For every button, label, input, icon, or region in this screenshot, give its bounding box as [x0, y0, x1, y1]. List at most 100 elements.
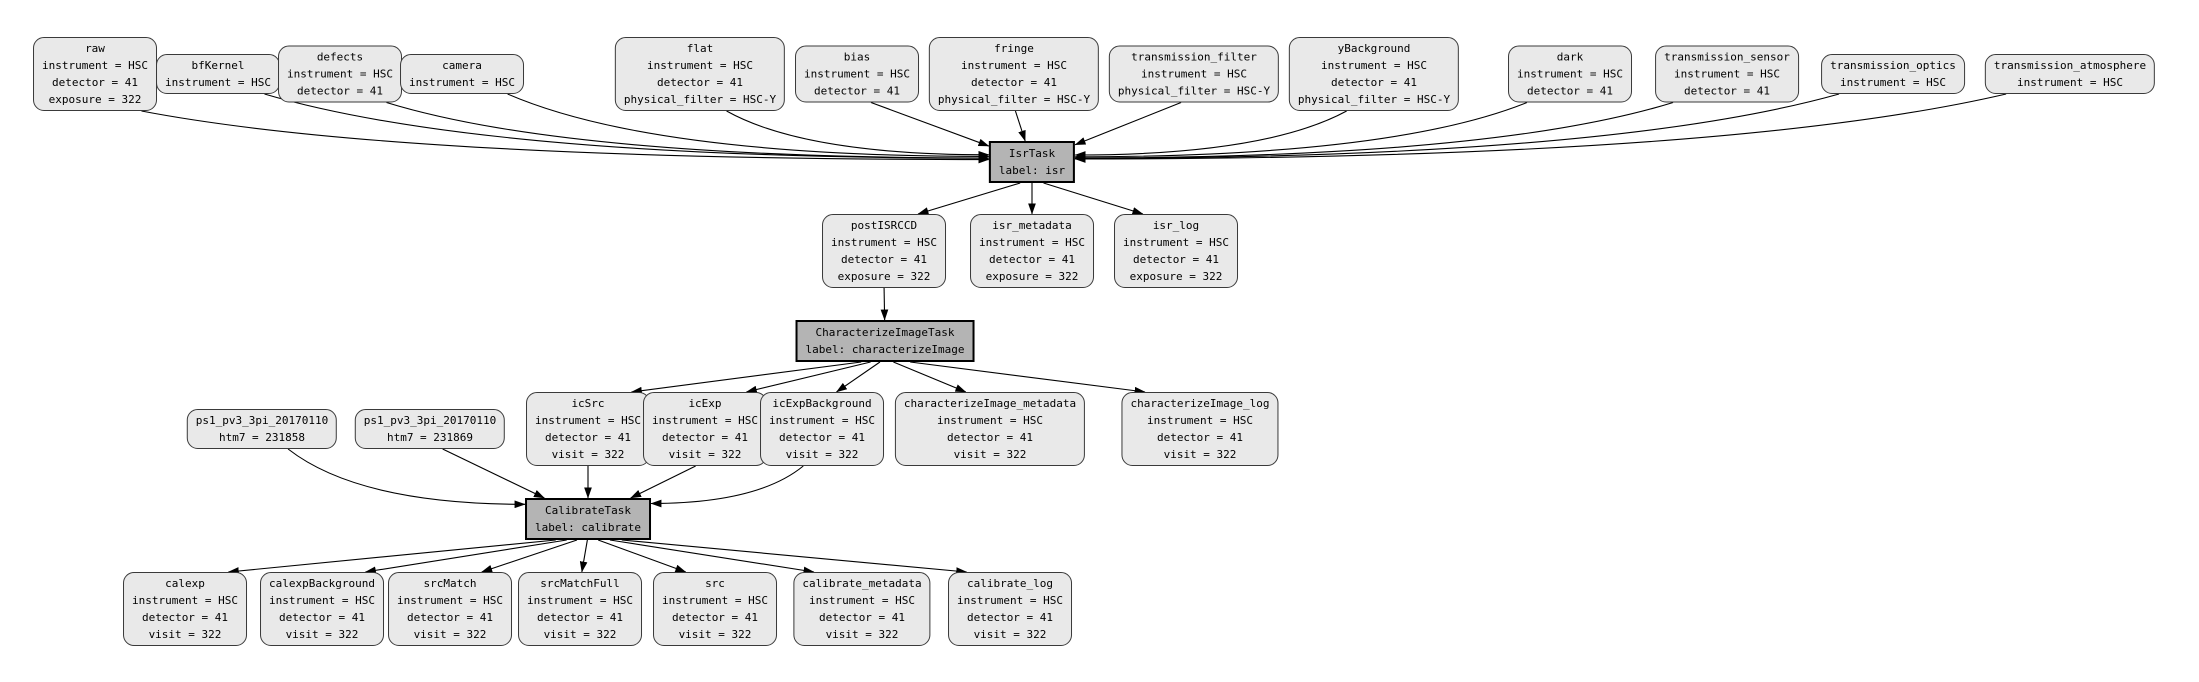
node-dimension: instrument = HSC: [165, 76, 271, 89]
edge-characterizeImage-to-icExp: [745, 361, 871, 394]
node-dimension: detector = 41: [51, 76, 139, 89]
node-dimension: visit = 322: [543, 628, 617, 641]
node-dimension: instrument = HSC: [961, 59, 1067, 72]
node-dimension: detector = 41: [988, 253, 1076, 266]
node-dimension: detector = 41: [840, 253, 928, 266]
node-title: bfKernel: [191, 59, 245, 72]
node-dimension: detector = 41: [1156, 431, 1244, 444]
edge-calibrate-to-calibrate_log: [621, 539, 968, 575]
node-dimension: physical_filter = HSC-Y: [937, 93, 1091, 106]
node-title: characterizeImage_log: [1130, 397, 1270, 410]
edge-calibrate-to-srcMatch: [481, 539, 578, 573]
node-dimension: visit = 322: [825, 628, 899, 641]
node-dimension: instrument = HSC: [1517, 67, 1623, 81]
edge-transmission_sensor-to-isr: [1074, 101, 1674, 162]
node-dimension: instrument = HSC: [1840, 76, 1946, 89]
edge-characterizeImage-to-icExpBackground: [836, 361, 881, 393]
node-title: isr_metadata: [992, 219, 1072, 232]
node-dimension: exposure = 322: [48, 93, 142, 106]
edge-defects-to-isr: [386, 101, 990, 162]
edge-camera-to-isr: [507, 93, 990, 161]
node-dimension: instrument = HSC: [662, 594, 768, 607]
node-dark: dark instrument = HSC detector = 41: [1508, 45, 1632, 103]
node-dimension: instrument = HSC: [397, 594, 503, 607]
node-dimension: instrument = HSC: [1123, 236, 1229, 249]
node-dimension: detector = 41: [661, 431, 749, 444]
node-dimension: instrument = HSC: [957, 594, 1063, 607]
node-title: CalibrateTask: [544, 504, 632, 517]
node-title: icExp: [688, 397, 722, 410]
node-transmission_filter: transmission_filter instrument = HSC physi…: [1108, 45, 1280, 103]
node-dimension: detector = 41: [406, 611, 494, 624]
node-dimension: visit = 322: [551, 448, 625, 461]
edge-calibrate-to-calexp: [227, 539, 556, 575]
node-dimension: instrument = HSC: [652, 414, 758, 427]
node-dimension: instrument = HSC: [979, 236, 1085, 249]
node-dimension: visit = 322: [668, 448, 742, 461]
node-dimension: detector = 41: [536, 611, 624, 624]
edge-dark-to-isr: [1074, 101, 1528, 161]
node-title: transmission_atmosphere: [1993, 59, 2147, 72]
node-title: icExpBackground: [772, 397, 872, 410]
node-dimension: htm7 = 231858: [218, 431, 306, 444]
node-dimension: detector = 41: [296, 84, 384, 98]
node-dimension: instrument = HSC: [1141, 67, 1247, 81]
edge-icExp-to-calibrate: [630, 465, 696, 499]
node-title: srcMatchFull: [540, 577, 620, 590]
edge-calibrate-to-src: [597, 539, 687, 573]
node-title: bias: [843, 50, 871, 64]
node-dimension: detector = 41: [778, 431, 866, 444]
node-dimension: detector = 41: [1526, 84, 1614, 98]
node-dimension: instrument = HSC: [535, 414, 641, 427]
node-title: dark: [1556, 50, 1584, 64]
node-title: IsrTask: [1008, 147, 1056, 160]
node-icExp: icExp instrument = HSC detector = 41 visit …: [643, 392, 767, 466]
edge-ps1_231858-to-calibrate: [287, 448, 526, 509]
edge-ps1_231869-to-calibrate: [442, 448, 545, 499]
node-title: calibrate_metadata: [802, 577, 922, 590]
node-dimension: instrument = HSC: [831, 236, 937, 249]
node-dimension: visit = 322: [413, 628, 487, 641]
node-title: transmission_sensor: [1664, 50, 1790, 64]
node-dimension: instrument = HSC: [809, 594, 915, 607]
node-title: defects: [316, 50, 364, 64]
node-dimension: label: isr: [998, 164, 1066, 177]
node-dimension: physical_filter = HSC-Y: [1117, 84, 1271, 98]
node-title: transmission_filter: [1131, 50, 1257, 64]
node-dimension: detector = 41: [141, 611, 229, 624]
node-bfKernel: bfKernel instrument = HSC: [156, 54, 280, 94]
edge-calibrate-to-srcMatchFull: [579, 539, 588, 573]
edge-fringe-to-isr: [1014, 110, 1026, 142]
node-title: camera: [442, 59, 482, 72]
node-dimension: visit = 322: [785, 448, 859, 461]
node-dimension: label: characterizeImage: [805, 343, 965, 356]
node-dimension: instrument = HSC: [1674, 67, 1780, 81]
node-dimension: instrument = HSC: [647, 59, 753, 72]
node-dimension: detector = 41: [656, 76, 744, 89]
node-dimension: visit = 322: [973, 628, 1047, 641]
node-dimension: visit = 322: [953, 448, 1027, 461]
node-dimension: exposure = 322: [985, 270, 1079, 283]
edge-raw-to-isr: [141, 110, 990, 164]
edge-calibrate-to-calexpBackground: [364, 539, 567, 575]
node-isr_metadata: isr_metadata instrument = HSC detector = 4…: [970, 214, 1094, 288]
node-title: postISRCCD: [850, 219, 918, 232]
node-dimension: detector = 41: [1683, 84, 1771, 98]
edge-postISRCCD-to-characterizeImage: [880, 287, 889, 321]
